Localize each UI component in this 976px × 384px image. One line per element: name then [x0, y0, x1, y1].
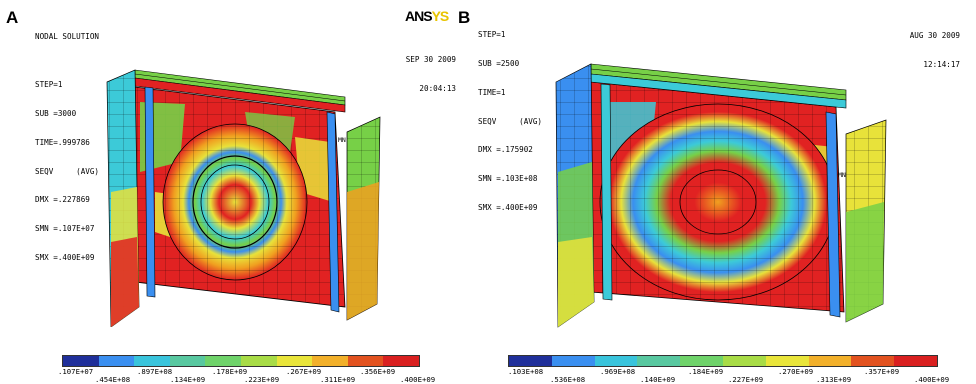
legend-swatch: [722, 356, 766, 366]
legend-label: .400E+09: [400, 375, 436, 384]
info-line: TIME=.999786: [35, 137, 90, 147]
timestamp-b: AUG 30 2009 12:14:17: [860, 12, 960, 89]
legend-swatch: [98, 356, 135, 366]
panel-a: A NODAL SOLUTION STEP=1 SUB =3000 TIME=.…: [0, 0, 488, 384]
color-legend-b: [508, 355, 938, 367]
legend-label: .184E+09: [688, 367, 724, 376]
panel-letter-a: A: [6, 8, 19, 27]
panel-b: B STEP=1 SUB =2500 TIME=1 SEQV (AVG) DMX…: [458, 0, 976, 384]
legend-label: .897E+08: [137, 367, 173, 376]
fea-model-plot-b: [555, 63, 887, 328]
legend-label: .134E+09: [170, 375, 206, 384]
legend-label: .178E+09: [212, 367, 248, 376]
date-text: AUG 30 2009: [909, 31, 960, 41]
info-line: DMX =.227869: [35, 195, 90, 205]
legend-swatch: [63, 356, 99, 366]
legend-label: .103E+08: [508, 367, 544, 376]
legend-label: .270E+09: [778, 367, 814, 376]
info-line: TIME=1: [478, 87, 506, 97]
info-line: SMX =.400E+09: [35, 252, 95, 262]
info-line: SMN =.103E+08: [478, 174, 538, 184]
info-line: SEQV (AVG): [35, 166, 100, 176]
ansys-logo: ANSYS: [405, 8, 449, 24]
info-line: SUB =3000: [35, 108, 77, 118]
legend-label: .357E+09: [864, 367, 900, 376]
legend-swatch: [383, 356, 419, 366]
info-line: SUB =2500: [478, 58, 520, 68]
min-marker-b: MN: [838, 171, 846, 179]
color-legend-a: [62, 355, 420, 367]
legend-label: .227E+09: [728, 375, 764, 384]
info-line: STEP=1: [478, 30, 506, 40]
legend-swatch: [205, 356, 241, 366]
legend-swatch: [276, 356, 313, 366]
legend-swatch: [551, 356, 595, 366]
fea-model-plot-a: [106, 69, 381, 327]
legend-swatch: [509, 356, 552, 366]
legend-label: .536E+08: [550, 375, 586, 384]
info-line: NODAL SOLUTION: [35, 32, 100, 42]
legend-label: .267E+09: [286, 367, 322, 376]
info-line: SEQV (AVG): [478, 116, 543, 126]
date-text: SEP 30 2009: [405, 55, 456, 65]
legend-label: .400E+09: [914, 375, 950, 384]
legend-swatch: [808, 356, 852, 366]
legend-swatch: [169, 356, 206, 366]
legend-label: .140E+09: [640, 375, 676, 384]
time-text: 12:14:17: [923, 59, 960, 69]
info-line: SMX =.400E+09: [478, 202, 538, 212]
legend-label: .969E+08: [600, 367, 636, 376]
solution-info-a: NODAL SOLUTION STEP=1 SUB =3000 TIME=.99…: [35, 13, 99, 282]
legend-swatch: [594, 356, 638, 366]
legend-swatch: [765, 356, 809, 366]
legend-swatch: [637, 356, 681, 366]
legend-swatch: [312, 356, 348, 366]
legend-label: .107E+07: [58, 367, 94, 376]
legend-swatch: [134, 356, 170, 366]
legend-label: .454E+08: [95, 375, 131, 384]
min-marker-a: MN: [338, 136, 346, 144]
panel-letter-b: B: [458, 8, 471, 27]
legend-label: .313E+09: [816, 375, 852, 384]
info-line: STEP=1: [35, 80, 63, 90]
legend-label: .311E+09: [320, 375, 356, 384]
solution-info-b: STEP=1 SUB =2500 TIME=1 SEQV (AVG) DMX =…: [478, 11, 542, 232]
legend-label: .223E+09: [244, 375, 280, 384]
info-line: SMN =.107E+07: [35, 224, 95, 234]
legend-swatch: [347, 356, 384, 366]
timestamp-a: SEP 30 2009 20:04:13: [392, 36, 456, 113]
legend-swatch: [851, 356, 895, 366]
legend-swatch: [240, 356, 277, 366]
legend-label: .356E+09: [360, 367, 396, 376]
info-line: DMX =.175902: [478, 145, 533, 155]
time-text: 20:04:13: [419, 83, 456, 93]
legend-swatch: [680, 356, 723, 366]
legend-swatch: [894, 356, 937, 366]
